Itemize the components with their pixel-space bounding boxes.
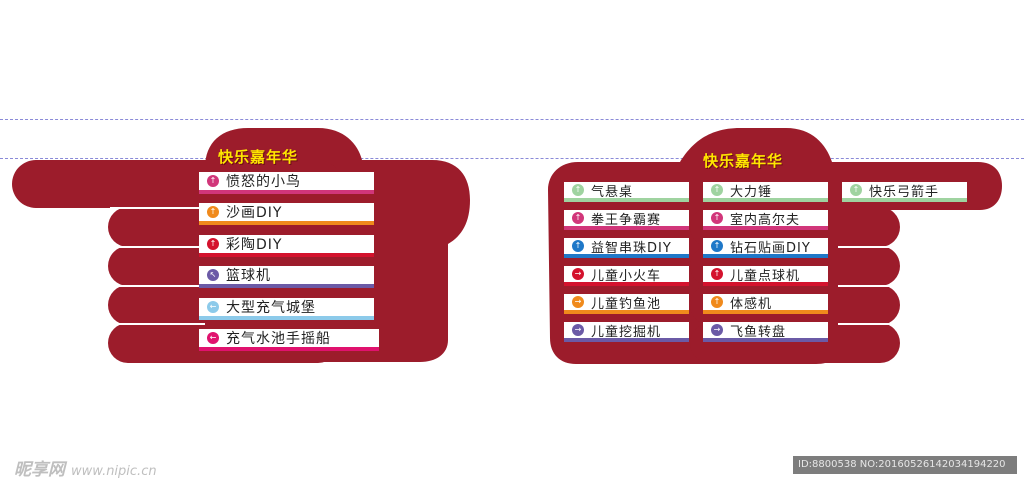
arrow-up-icon: ↑ (711, 296, 723, 308)
list-item: → 儿童钓鱼池 (564, 294, 689, 314)
list-item: ↑ 气悬桌 (564, 182, 689, 202)
arrow-up-icon: ↑ (572, 240, 584, 252)
item-label: 快乐弓箭手 (869, 184, 940, 200)
item-label: 彩陶DIY (226, 237, 283, 253)
arrow-up-icon: ↑ (572, 212, 584, 224)
list-item: → 儿童小火车 (564, 266, 689, 286)
watermark-brand: 昵享网 (14, 460, 65, 480)
item-label: 室内高尔夫 (730, 212, 801, 228)
item-label: 体感机 (730, 296, 773, 312)
arrow-up-icon: ↑ (572, 184, 584, 196)
arrow-left-icon: ← (207, 301, 219, 313)
arrow-right-icon: → (572, 296, 584, 308)
left-pointing-hand-sign: 快乐嘉年华 ↑ 愤怒的小鸟 ↑ 沙画DIY ↑ 彩陶DIY ↖ 篮球机 ← 大型… (0, 0, 480, 485)
list-item: → 儿童挖掘机 (564, 322, 689, 342)
item-label: 儿童挖掘机 (591, 324, 662, 340)
arrow-right-icon: → (572, 324, 584, 336)
arrow-up-icon: ↑ (850, 184, 862, 196)
item-label: 大力锤 (730, 184, 773, 200)
list-item: ↑ 室内高尔夫 (703, 210, 828, 230)
item-label: 儿童小火车 (591, 268, 662, 284)
guide-line-top (0, 119, 1024, 120)
list-item: ↑ 大力锤 (703, 182, 828, 202)
list-item: ↑ 彩陶DIY (199, 235, 374, 257)
list-item: ↑ 快乐弓箭手 (842, 182, 967, 202)
left-sign-title: 快乐嘉年华 (218, 148, 299, 166)
list-item: ↑ 钻石贴画DIY (703, 238, 828, 258)
guide-line-bottom (0, 158, 1024, 159)
arrow-up-icon: ↑ (711, 268, 723, 280)
list-item: ↑ 益智串珠DIY (564, 238, 689, 258)
item-label: 儿童点球机 (730, 268, 801, 284)
arrow-up-icon: ↑ (207, 175, 219, 187)
item-label: 沙画DIY (226, 205, 283, 221)
arrow-up-icon: ↑ (711, 212, 723, 224)
right-sign-title: 快乐嘉年华 (703, 152, 784, 170)
arrow-up-icon: ↑ (711, 240, 723, 252)
item-label: 拳王争霸赛 (591, 212, 662, 228)
list-item: ↑ 拳王争霸赛 (564, 210, 689, 230)
item-label: 飞鱼转盘 (730, 324, 787, 340)
item-label: 篮球机 (226, 268, 271, 284)
item-label: 愤怒的小鸟 (226, 174, 301, 190)
item-label: 气悬桌 (591, 184, 634, 200)
item-label: 儿童钓鱼池 (591, 296, 662, 312)
watermark: 昵享网 www.nipic.cn (14, 455, 157, 480)
list-item: ← 大型充气城堡 (199, 298, 374, 320)
arrow-right-icon: → (572, 268, 584, 280)
item-label: 钻石贴画DIY (730, 240, 811, 256)
item-label: 充气水池手摇船 (226, 331, 331, 347)
list-item: ↖ 篮球机 (199, 266, 374, 288)
list-item: → 飞鱼转盘 (703, 322, 828, 342)
arrow-right-icon: → (711, 324, 723, 336)
list-item: ↑ 愤怒的小鸟 (199, 172, 374, 194)
watermark-url: www.nipic.cn (71, 464, 157, 479)
image-id-bar: ID:8800538 NO:20160526142034194220 (793, 456, 1017, 474)
arrow-up-left-icon: ↖ (207, 269, 219, 281)
arrow-up-icon: ↑ (711, 184, 723, 196)
arrow-up-icon: ↑ (207, 206, 219, 218)
list-item: ↑ 沙画DIY (199, 203, 374, 225)
list-item: ↑ 体感机 (703, 294, 828, 314)
item-label: 益智串珠DIY (591, 240, 672, 256)
list-item: ↑ 儿童点球机 (703, 266, 828, 286)
arrow-left-icon: ← (207, 332, 219, 344)
item-label: 大型充气城堡 (226, 300, 316, 316)
list-item: ← 充气水池手摇船 (199, 329, 379, 351)
arrow-up-icon: ↑ (207, 238, 219, 250)
